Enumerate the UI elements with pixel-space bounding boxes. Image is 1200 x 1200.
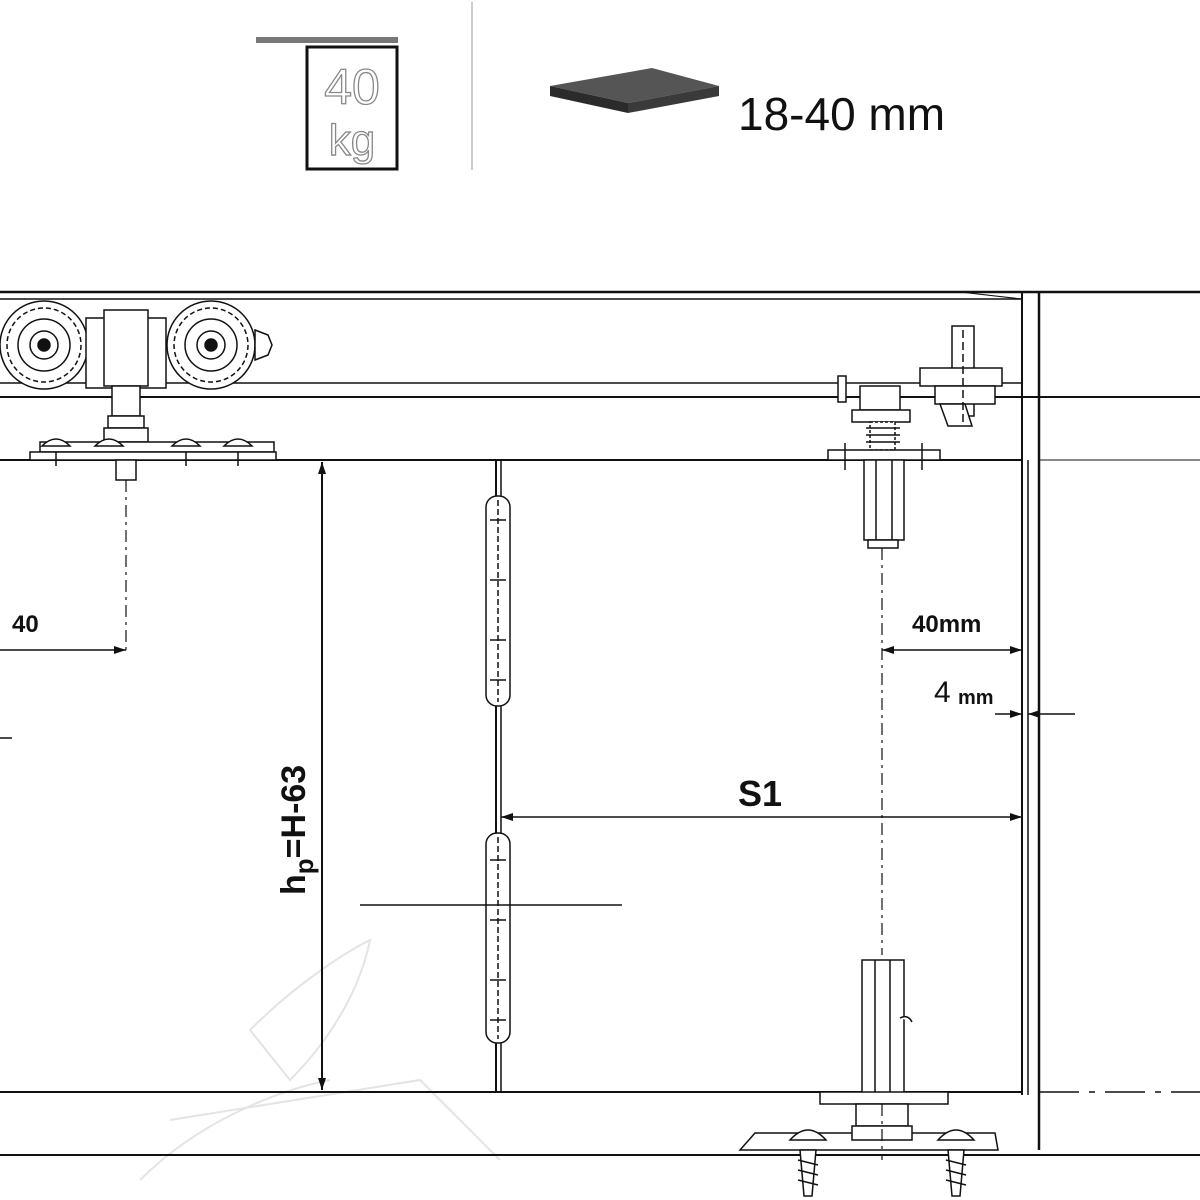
board-thickness-label: 18-40 mm xyxy=(738,88,945,140)
hinge-upper xyxy=(485,495,511,707)
board-thickness-icon xyxy=(550,68,719,113)
watermark-logo xyxy=(139,938,501,1181)
center-lines xyxy=(125,480,883,1160)
board-left-face xyxy=(550,86,628,113)
dimension-lines xyxy=(0,462,1075,1090)
roller-trolley xyxy=(0,300,277,481)
floor-screws xyxy=(788,1129,976,1197)
roller-wheel-right xyxy=(166,300,256,390)
weight-value: 40 xyxy=(324,59,380,115)
pivot-bottom-fitting xyxy=(738,959,999,1197)
board-right-face xyxy=(628,86,719,113)
mounting-screws xyxy=(40,438,254,466)
panel-height-h: h xyxy=(275,874,313,895)
top-stopper xyxy=(919,325,1003,427)
top-track xyxy=(0,290,1200,398)
svg-text:hp=H-63: hp=H-63 xyxy=(275,765,319,895)
dim-left-40-label: 40 xyxy=(12,611,39,638)
weight-capacity-icon: 40 kg xyxy=(256,37,399,171)
panel-height-eq: =H-63 xyxy=(275,765,313,859)
board-top-face xyxy=(550,68,719,103)
dim-right-40mm-label: 40mm xyxy=(912,611,981,638)
panel-height-sub: p xyxy=(289,858,319,874)
dim-s1-label: S1 xyxy=(738,773,782,814)
dim-gap-value: 4 xyxy=(934,676,951,709)
roller-wheel-left xyxy=(0,300,89,390)
wall-frame xyxy=(1021,292,1200,1150)
door-panels xyxy=(0,459,1200,1156)
pivot-top-fitting xyxy=(827,375,941,549)
hinge-lower xyxy=(485,832,511,1044)
dim-gap-unit: mm xyxy=(958,687,994,709)
panel-height-label: hp=H-63 xyxy=(275,765,319,895)
weight-unit: kg xyxy=(329,116,375,165)
